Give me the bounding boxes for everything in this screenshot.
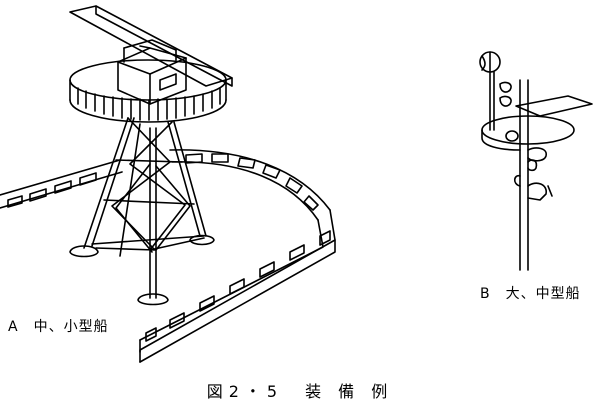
radar-housing: [117, 39, 187, 105]
radar-antenna-scanner: [69, 5, 233, 87]
label-small-vessel: A 中、小型船: [8, 319, 109, 335]
figure-caption: 図2・5 装 備 例: [206, 382, 394, 401]
large-vessel-radar-drawing: [479, 51, 593, 271]
radar-platform-ring: [69, 59, 227, 123]
radar-antenna: [515, 95, 593, 117]
label-large-vessel: B 大、中型船: [480, 286, 581, 302]
deck-railing: [0, 149, 336, 363]
lattice-tower: [69, 117, 215, 306]
small-vessel-radar-drawing: [0, 5, 336, 363]
